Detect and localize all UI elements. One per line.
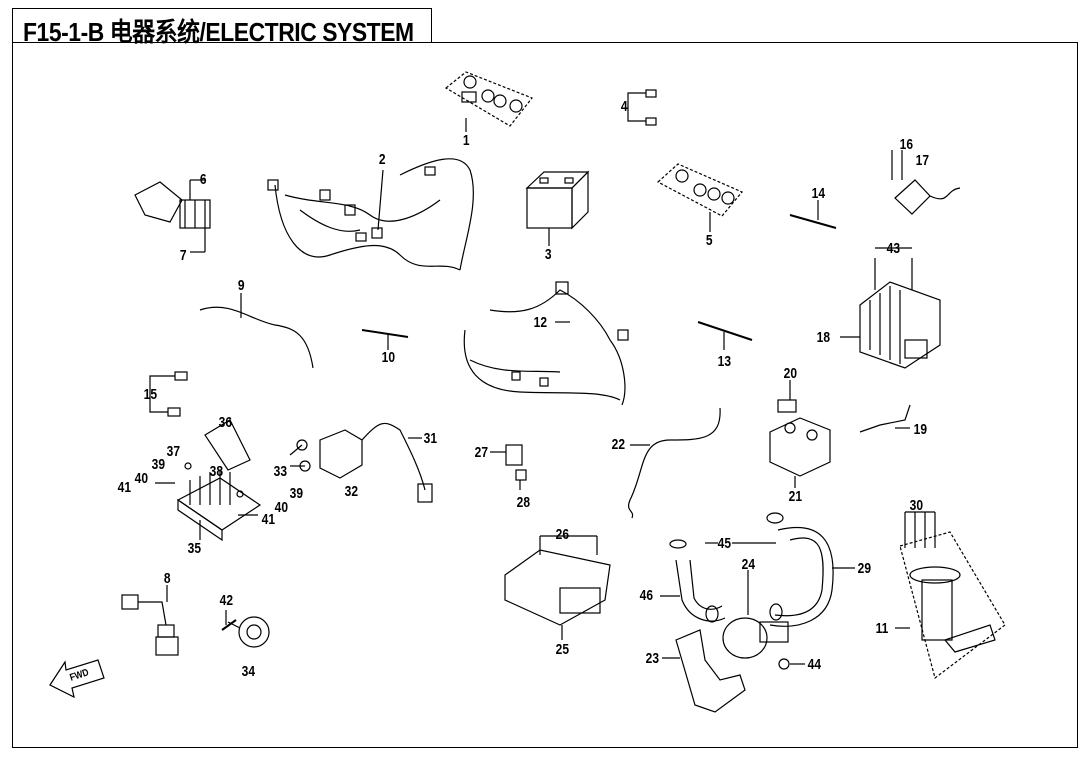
- part-16-17-sensor: [891, 150, 961, 215]
- callout-31: 31: [423, 430, 438, 447]
- callout-45: 45: [717, 535, 732, 552]
- callout-23: 23: [645, 650, 660, 667]
- callout-39-right: 39: [289, 485, 304, 502]
- part-11-fuel-pump: [895, 531, 1006, 680]
- callout-36: 36: [218, 414, 233, 431]
- part-30-bolts: [904, 511, 936, 548]
- part-24-pump: [722, 570, 789, 659]
- callout-13: 13: [717, 353, 732, 370]
- callout-19: 19: [913, 421, 928, 438]
- callout-37: 37: [166, 443, 181, 460]
- callout-18: 18: [816, 329, 831, 346]
- callout-22: 22: [611, 436, 626, 453]
- part-9-cable: [199, 293, 314, 369]
- part-35-41-fuse-box: [155, 419, 262, 542]
- part-4-connectors: [627, 89, 657, 126]
- part-29-hose: [769, 526, 855, 627]
- part-20-21-relay: [769, 380, 831, 488]
- callout-21: 21: [788, 488, 803, 505]
- callout-41-right: 41: [261, 511, 276, 528]
- title-box: F15-1-B 电器系统/ELECTRIC SYSTEM: [12, 8, 432, 47]
- part-34-horn: [225, 610, 270, 648]
- page-title: F15-1-B 电器系统/ELECTRIC SYSTEM: [23, 17, 414, 47]
- callout-40-left: 40: [134, 470, 149, 487]
- part-14-tie: [789, 200, 837, 229]
- callout-3: 3: [544, 246, 552, 263]
- part-31-32-33-ignition-coil: [289, 422, 433, 503]
- part-25-26-ecu: [504, 535, 611, 640]
- callout-14: 14: [811, 185, 826, 202]
- diagram-frame: [12, 42, 1078, 748]
- part-10-tie: [361, 329, 409, 350]
- callout-15: 15: [143, 386, 158, 403]
- callout-35: 35: [187, 540, 202, 557]
- callout-10: 10: [381, 349, 396, 366]
- part-42-bolt: [221, 619, 237, 631]
- callout-1: 1: [462, 132, 470, 149]
- callout-2: 2: [378, 151, 386, 168]
- callout-40-right: 40: [274, 499, 289, 516]
- callout-17: 17: [915, 152, 930, 169]
- part-5-switch-set: [656, 163, 743, 232]
- callout-44: 44: [807, 656, 822, 673]
- callout-42: 42: [219, 592, 234, 609]
- callout-20: 20: [783, 365, 798, 382]
- callout-30: 30: [909, 497, 924, 514]
- callout-29: 29: [857, 560, 872, 577]
- callout-43: 43: [886, 240, 901, 257]
- callout-34: 34: [241, 663, 256, 680]
- part-15-connectors: [149, 371, 188, 417]
- part-8-sensor: [121, 585, 179, 656]
- part-18-regulator: [840, 247, 941, 369]
- part-19-hose: [859, 404, 911, 433]
- callout-4: 4: [620, 98, 628, 115]
- callout-38: 38: [209, 463, 224, 480]
- part-3-battery: [525, 170, 590, 246]
- callout-8: 8: [163, 570, 171, 587]
- callout-24: 24: [741, 556, 756, 573]
- callout-26: 26: [555, 526, 570, 543]
- part-12-harness: [463, 281, 629, 406]
- callout-11: 11: [875, 620, 889, 637]
- part-13-tie: [697, 321, 753, 350]
- callout-6: 6: [199, 171, 207, 188]
- callout-9: 9: [237, 277, 245, 294]
- part-6-7-handlebar-switch: [134, 179, 211, 253]
- part-23-bracket: [662, 629, 746, 713]
- part-1-switch-set: [444, 71, 533, 132]
- callout-12: 12: [533, 314, 548, 331]
- callout-28: 28: [516, 494, 531, 511]
- callout-16: 16: [899, 136, 914, 153]
- part-2-wiring-harness: [267, 158, 474, 271]
- part-45-46-hose-clamps: [660, 512, 784, 623]
- callout-7: 7: [179, 247, 187, 264]
- callout-46: 46: [639, 587, 654, 604]
- callout-5: 5: [705, 232, 713, 249]
- callout-39-left: 39: [151, 456, 166, 473]
- callout-33: 33: [273, 463, 288, 480]
- part-27-28-valve: [490, 444, 527, 490]
- callout-25: 25: [555, 641, 570, 658]
- part-44-nut: [778, 658, 805, 670]
- callout-41-left: 41: [117, 479, 132, 496]
- callout-27: 27: [474, 444, 489, 461]
- fwd-arrow-icon: [49, 659, 105, 699]
- part-22-cable: [628, 407, 721, 519]
- callout-32: 32: [344, 483, 359, 500]
